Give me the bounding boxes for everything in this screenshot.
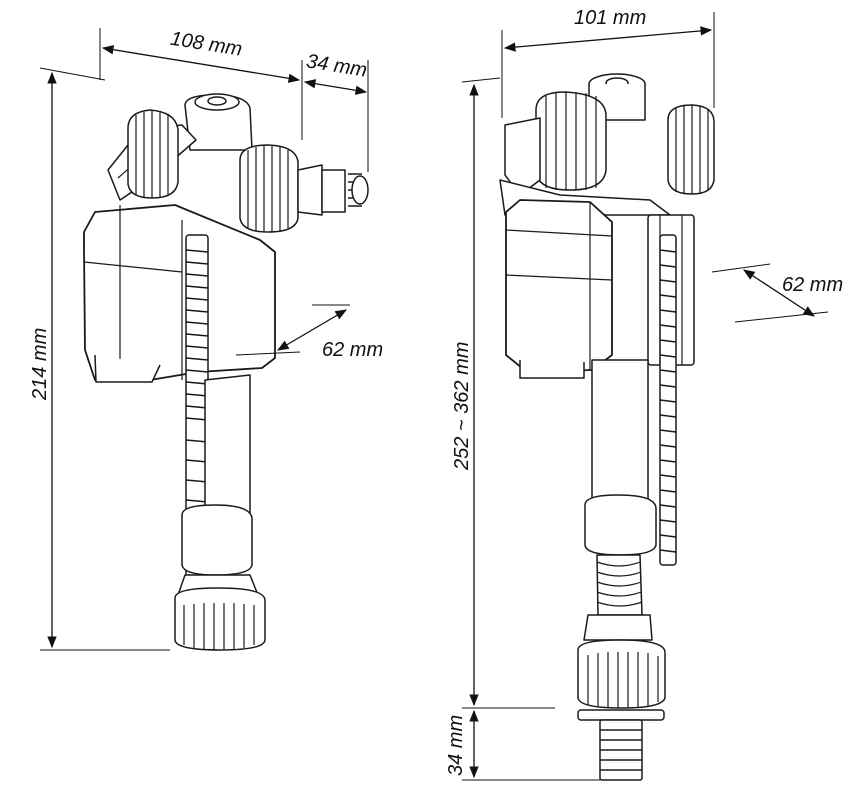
right-depth-dimension: 62 mm: [711, 263, 843, 323]
left-height-label: 214 mm: [29, 328, 51, 401]
right-depth-label: 62 mm: [782, 274, 843, 296]
right-thread-label: 34 mm: [445, 715, 467, 776]
left-depth-dimension: 62 mm: [235, 304, 383, 361]
side-inlet-fill-valve: [83, 93, 369, 651]
left-height-dimension: 214 mm: [29, 67, 170, 651]
left-depth-label: 62 mm: [322, 339, 383, 361]
right-width-label: 101 mm: [574, 7, 646, 29]
right-height-dimension: 252 ~ 362 mm: [451, 77, 555, 709]
right-thread-dimension: 34 mm: [445, 709, 600, 781]
left-width-label: 108 mm: [169, 28, 244, 61]
bottom-inlet-fill-valve: [499, 73, 715, 781]
left-inlet-dimension: 34 mm: [303, 50, 369, 172]
left-inlet-label: 34 mm: [305, 50, 369, 81]
right-width-dimension: 101 mm: [501, 7, 715, 118]
right-height-label: 252 ~ 362 mm: [451, 342, 473, 471]
